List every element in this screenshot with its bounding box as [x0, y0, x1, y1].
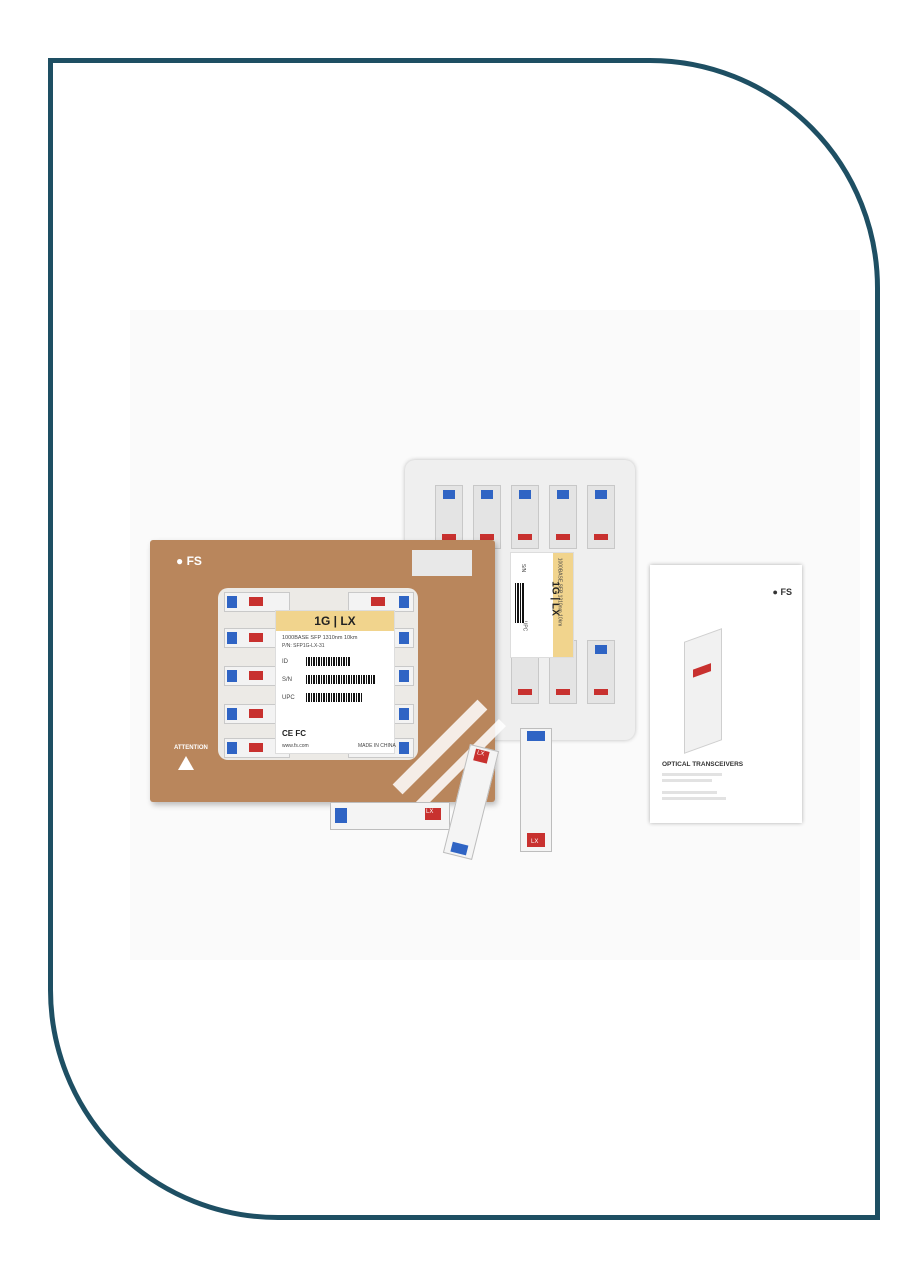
loose-module-vertical: LX [520, 728, 552, 852]
booklet-title: OPTICAL TRANSCEIVERS [662, 761, 744, 768]
kraft-box: ● FS 1G | LX 1000BASE SFP 1310nm 10km P/… [150, 540, 506, 811]
rounded-border-frame [48, 58, 880, 1220]
box-label: 1G | LX 1000BASE SFP 1310nm 10km P/N: SF… [275, 610, 396, 754]
box-label-pn: P/N: SFP1G-LX-31 [282, 643, 325, 649]
box-label-sn: S/N [282, 677, 293, 683]
box-sticker [412, 550, 472, 576]
quick-start-booklet: ● FS OPTICAL TRANSCEIVERS [650, 565, 802, 823]
tray-slot [473, 485, 501, 549]
tray-slot [587, 485, 615, 549]
box-label-id: ID [282, 659, 288, 665]
box-label-ce: CE FC [282, 729, 306, 738]
box-label-web: www.fs.com [282, 743, 309, 749]
tray-label: 1G | LX 1000BASE SFP 1310nm 10km S/N UPC [510, 552, 574, 658]
box-label-desc: 1000BASE SFP 1310nm 10km [282, 635, 358, 641]
tray-slot [587, 640, 615, 704]
box-label-upc: UPC [282, 695, 295, 701]
tray-label-sn: S/N [520, 563, 527, 573]
box-label-made: MADE IN CHINA [358, 743, 396, 749]
esd-warning-icon [178, 756, 194, 770]
fs-logo-icon: ● [176, 554, 184, 568]
tray-barcode [515, 583, 525, 623]
id-barcode [306, 657, 350, 666]
box-fs-logo: ● FS [176, 554, 202, 568]
fs-logo-icon: ● [772, 587, 778, 597]
tray-label-desc: 1000BASE SFP 1310nm 10km [556, 557, 563, 627]
loose-module-horizontal: LX [330, 802, 450, 830]
product-photo: 1G | LX 1000BASE SFP 1310nm 10km S/N UPC… [130, 310, 860, 960]
tray-slot [511, 485, 539, 549]
box-label-1g: 1G [314, 614, 331, 628]
upc-barcode [306, 693, 362, 702]
sn-barcode [306, 675, 376, 684]
box-attention: ATTENTION [174, 745, 208, 751]
booklet-module-illustration [684, 628, 722, 754]
tray-slot [435, 485, 463, 549]
module-tag: LX [426, 809, 434, 815]
module-tag: LX [531, 839, 539, 845]
tray-slot [549, 485, 577, 549]
booklet-fs-logo: ● FS [772, 587, 792, 597]
box-label-lx: LX [340, 614, 356, 628]
